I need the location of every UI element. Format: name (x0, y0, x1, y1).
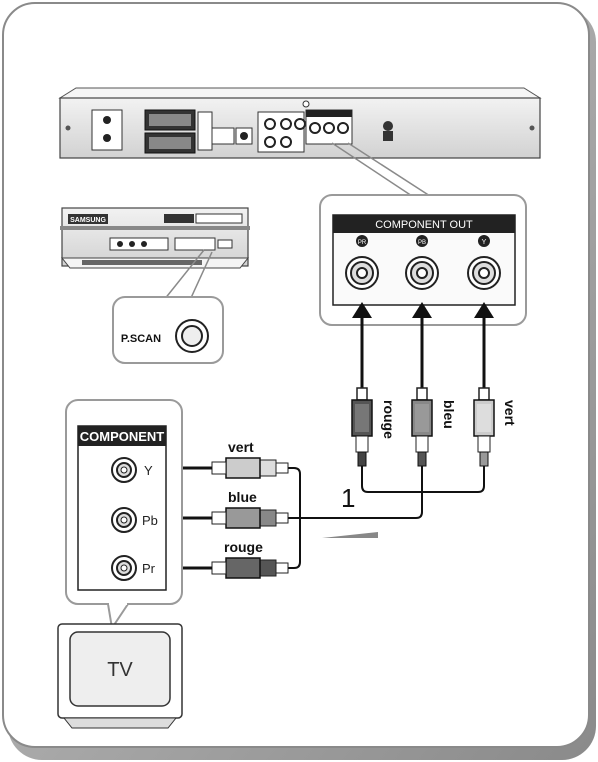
jack-label-y: Y (478, 235, 490, 247)
tv-component-title: COMPONENT (80, 429, 165, 444)
tv-input-pb (111, 507, 137, 533)
zoom-line-pscan-1 (163, 249, 205, 301)
tv-input-y (111, 457, 137, 483)
svg-text:PR: PR (358, 240, 367, 246)
component-out-panel: COMPONENT OUT PR PB Y (319, 194, 527, 326)
pscan-label: P.SCAN (121, 333, 161, 345)
plugs-left (211, 457, 289, 579)
cable-label-rouge-right: rouge (381, 400, 397, 439)
pscan-zoom: P.SCAN (112, 296, 224, 364)
tv-label: TV (107, 659, 133, 681)
direction-arrow (322, 532, 378, 538)
pscan-button (175, 319, 209, 353)
jack-label-pb: PB (416, 235, 428, 247)
component-out-title: COMPONENT OUT (375, 219, 473, 231)
brand-logo: SAMSUNG (70, 217, 106, 224)
tv-input-pr (111, 555, 137, 581)
tv-input-pb-label: Pb (142, 513, 158, 528)
tv-input-pr-label: Pr (142, 561, 156, 576)
svg-text:PB: PB (418, 240, 426, 246)
zoom-line-right (347, 142, 431, 197)
plugs-right (351, 387, 495, 467)
svg-text:Y: Y (482, 239, 487, 246)
arrows-up (352, 302, 494, 390)
cable-label-rouge-left: rouge (224, 539, 263, 555)
cable-label-bleu-right: bleu (441, 400, 457, 429)
cable-label-blue-left: blue (228, 489, 257, 505)
tv-component-panel: COMPONENT Y Pb Pr (65, 399, 183, 605)
jack-y (467, 256, 501, 290)
dvd-rear-panel (58, 87, 542, 159)
zoom-line-left (331, 142, 413, 197)
dvd-front-panel: SAMSUNG (60, 207, 250, 269)
zoom-line-pscan-2 (189, 251, 213, 301)
tv-set (57, 623, 183, 729)
jack-label-pr: PR (356, 235, 368, 247)
cable-bundle (288, 466, 485, 569)
cable-label-vert-left: vert (228, 439, 254, 455)
step-number: 1 (341, 483, 355, 513)
jack-pb (405, 256, 439, 290)
cable-label-vert-right: vert (502, 400, 518, 426)
tv-input-y-label: Y (144, 463, 153, 478)
jack-pr (345, 256, 379, 290)
